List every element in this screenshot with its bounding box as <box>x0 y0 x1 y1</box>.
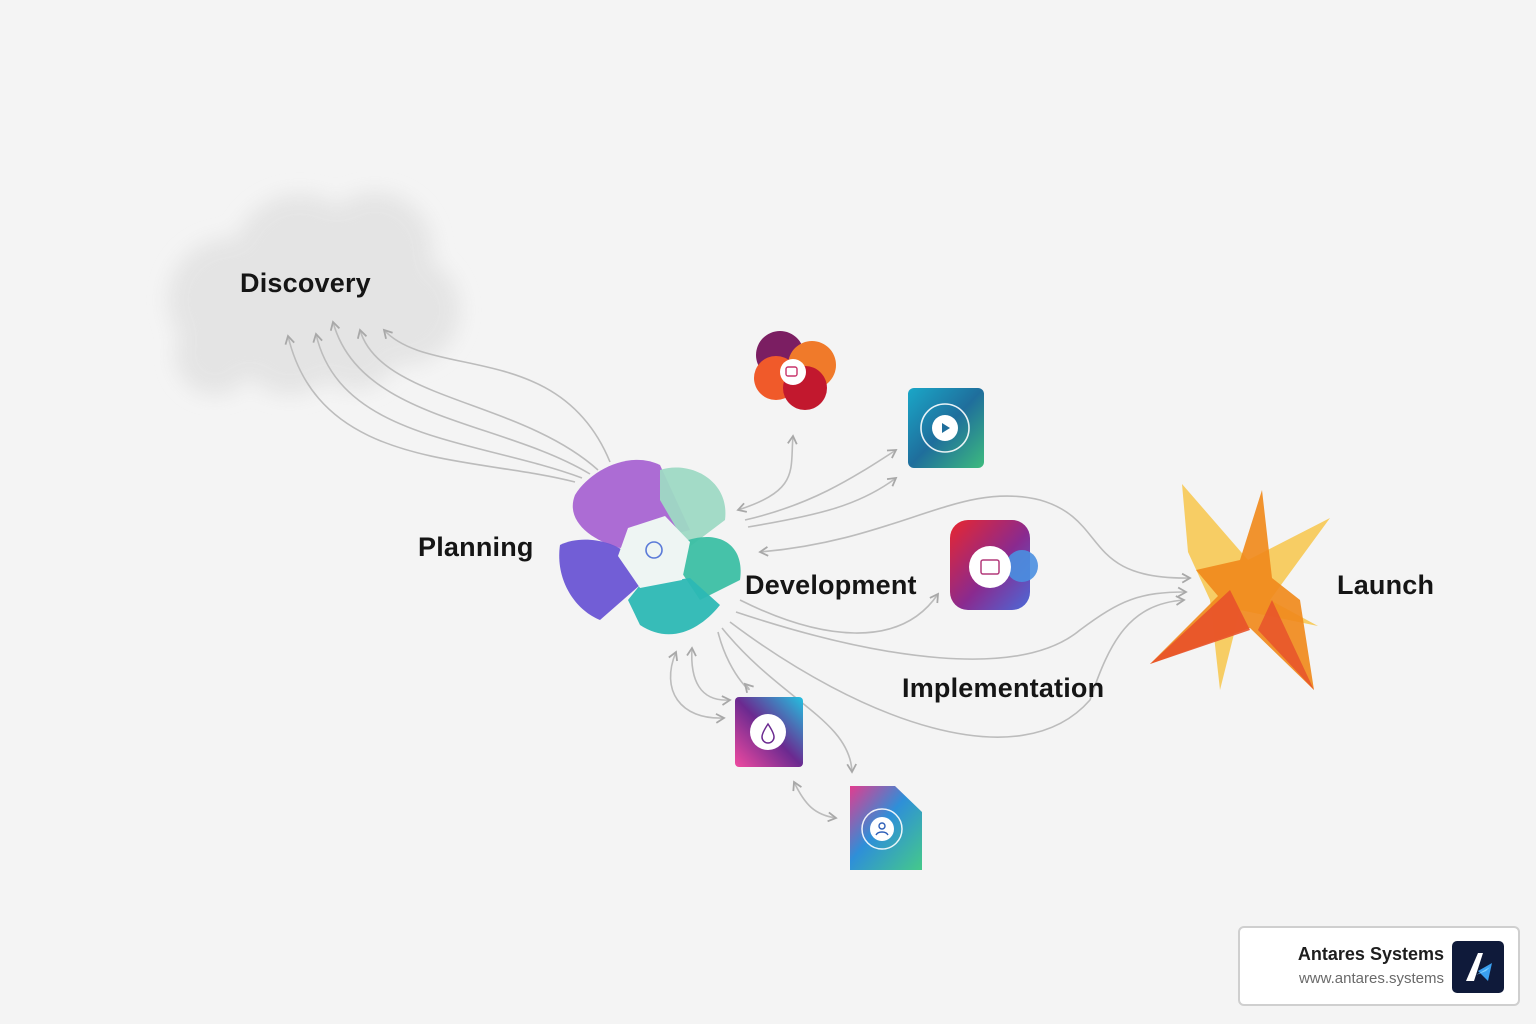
arrow-hub-person-1 <box>717 631 754 693</box>
connector-arrows <box>284 320 1192 823</box>
arrow-planning-discovery-1 <box>284 334 576 483</box>
drop-icon <box>735 697 803 767</box>
stage-label-development: Development <box>745 570 917 600</box>
person-icon <box>850 786 922 870</box>
video-camera-icon <box>754 331 836 410</box>
arrow-hub-drop-2 <box>686 646 732 706</box>
stage-label-launch: Launch <box>1337 570 1435 600</box>
arrow-planning-discovery-5 <box>382 328 611 463</box>
antares-logo-icon <box>1452 941 1504 993</box>
stage-label-implementation: Implementation <box>902 673 1105 703</box>
arrow-drop-person <box>792 780 838 823</box>
brand-url[interactable]: www.antares.systems <box>1298 970 1444 987</box>
arrow-hub-drop-1 <box>668 650 726 724</box>
discovery-cloud-icon <box>168 192 460 395</box>
starburst-icon <box>1150 484 1330 690</box>
arrow-planning-discovery-4 <box>356 328 599 471</box>
arrow-hub-launch-top <box>758 495 1192 584</box>
planning-hub-icon <box>559 459 741 635</box>
stage-label-discovery: Discovery <box>240 268 371 298</box>
arrow-hub-camera <box>739 592 940 634</box>
camera-icon <box>950 520 1038 610</box>
arrow-planning-discovery-2 <box>312 332 583 479</box>
stage-label-planning: Planning <box>418 532 534 562</box>
arrow-planning-discovery-3 <box>329 320 591 475</box>
brand-card[interactable]: Antares Systems www.antares.systems <box>1238 926 1520 1006</box>
brand-name: Antares Systems <box>1297 944 1444 964</box>
arrow-hub-play-2 <box>747 476 898 528</box>
arrow-hub-person-2 <box>721 627 857 774</box>
arrow-hub-video <box>736 434 798 513</box>
arrow-hub-play-1 <box>744 449 898 521</box>
arrow-hub-launch-low <box>729 595 1186 738</box>
play-icon <box>908 388 984 468</box>
arrow-hub-launch-mid <box>735 586 1188 660</box>
